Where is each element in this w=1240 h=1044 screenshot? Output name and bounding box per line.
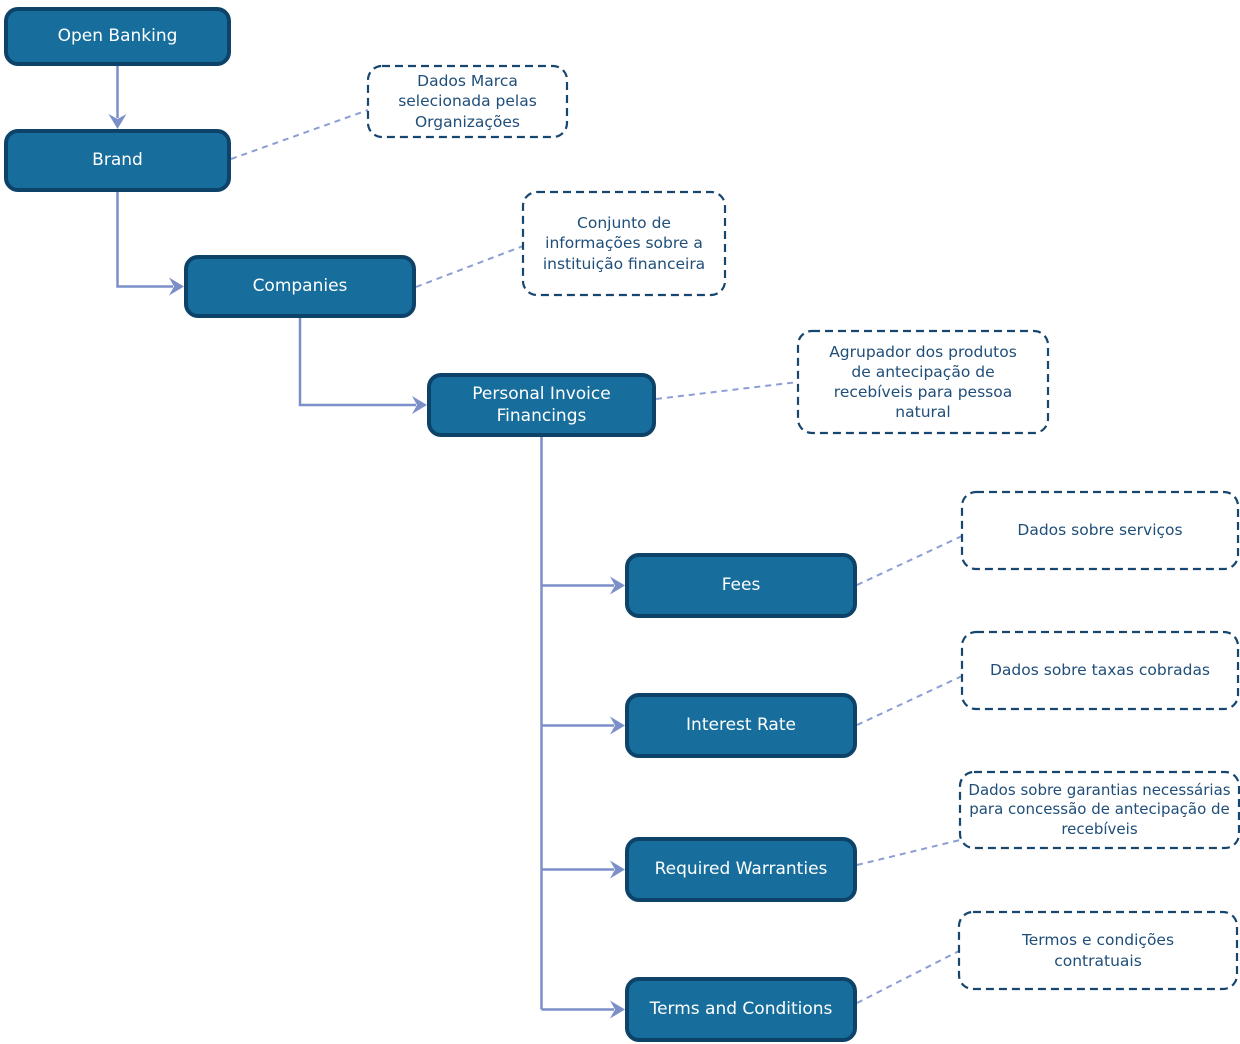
- annotation-border-companies: [521, 190, 727, 297]
- node-label-fees: Fees: [721, 575, 761, 596]
- annotation-border-terms: [957, 910, 1239, 991]
- annotation-required-warranties: Dados sobre garantias necessárias para c…: [960, 772, 1239, 848]
- annotation-brand: Dados Marca selecionada pelas Organizaçõ…: [368, 66, 567, 137]
- annotation-personal-invoice-financings: Agrupador dos produtos de antecipação de…: [798, 331, 1048, 433]
- annotation-border-fees: [960, 490, 1240, 571]
- annotation-text-fees: Dados sobre serviços: [1017, 521, 1183, 540]
- annotation-text-brand: Dados Marca selecionada pelas Organizaçõ…: [398, 72, 537, 131]
- connector-companies-pif: [298, 318, 416, 407]
- annotation-text-companies: Conjunto de informações sobre a institui…: [542, 214, 706, 273]
- annotation-text-personal-invoice-financings: Agrupador dos produtos de antecipação de…: [829, 342, 1017, 422]
- annotation-text-interest-rate: Dados sobre taxas cobradas: [989, 661, 1211, 680]
- annotation-border-pif: [796, 329, 1050, 435]
- link-pif-annotation: [655, 381, 799, 400]
- node-terms-and-conditions: Terms and Conditions: [625, 977, 857, 1042]
- node-fees: Fees: [625, 553, 857, 618]
- annotation-borders: [366, 64, 1240, 991]
- annotation-border-brand: [366, 64, 569, 139]
- annotation-links: [230, 109, 963, 1004]
- node-label-companies: Companies: [252, 276, 348, 297]
- link-required-warranties-annotation: [856, 839, 961, 866]
- link-companies-annotation: [415, 245, 524, 288]
- annotation-interest-rate: Dados sobre taxas cobradas: [962, 632, 1238, 709]
- node-open-banking: Open Banking: [4, 7, 231, 66]
- arrowhead-right-fees: [610, 576, 625, 595]
- node-label-terms-and-conditions: Terms and Conditions: [649, 999, 833, 1020]
- annotation-companies: Conjunto de informações sobre a institui…: [523, 192, 725, 295]
- node-personal-invoice-financings: Personal Invoice Financings: [427, 373, 656, 437]
- arrowhead-right-required-warranties: [610, 860, 625, 879]
- node-label-personal-invoice-financings: Personal Invoice Financings: [472, 383, 611, 426]
- annotation-terms-and-conditions: Termos e condições contratuais: [959, 912, 1237, 989]
- node-label-required-warranties: Required Warranties: [654, 859, 828, 880]
- node-label-interest-rate: Interest Rate: [686, 715, 796, 736]
- annotation-border-interest-rate: [960, 630, 1240, 711]
- node-label-open-banking: Open Banking: [57, 26, 178, 47]
- arrowhead-right-companies: [169, 277, 184, 296]
- annotation-fees: Dados sobre serviços: [962, 492, 1238, 569]
- annotation-border-required-warranties: [958, 770, 1240, 850]
- node-interest-rate: Interest Rate: [625, 693, 857, 758]
- link-fees-annotation: [856, 535, 963, 586]
- arrowhead-right-terms: [610, 1000, 625, 1019]
- arrowhead-right-interest-rate: [610, 716, 625, 735]
- arrowhead-right-pif: [412, 396, 427, 414]
- arrowheads: [108, 114, 625, 1019]
- annotation-text-terms-and-conditions: Termos e condições contratuais: [1021, 931, 1175, 970]
- tree-connectors: [116, 66, 614, 1011]
- annotation-text-required-warranties: Dados sobre garantias necessárias para c…: [968, 780, 1231, 838]
- connector-brand-companies: [116, 192, 173, 288]
- link-brand-annotation: [230, 109, 369, 160]
- node-companies: Companies: [184, 255, 416, 318]
- node-label-brand: Brand: [92, 150, 143, 171]
- link-terms-annotation: [856, 950, 960, 1004]
- arrowhead-down-brand: [108, 114, 127, 129]
- node-brand: Brand: [4, 129, 231, 192]
- link-interest-rate-annotation: [856, 675, 963, 726]
- node-required-warranties: Required Warranties: [625, 837, 857, 902]
